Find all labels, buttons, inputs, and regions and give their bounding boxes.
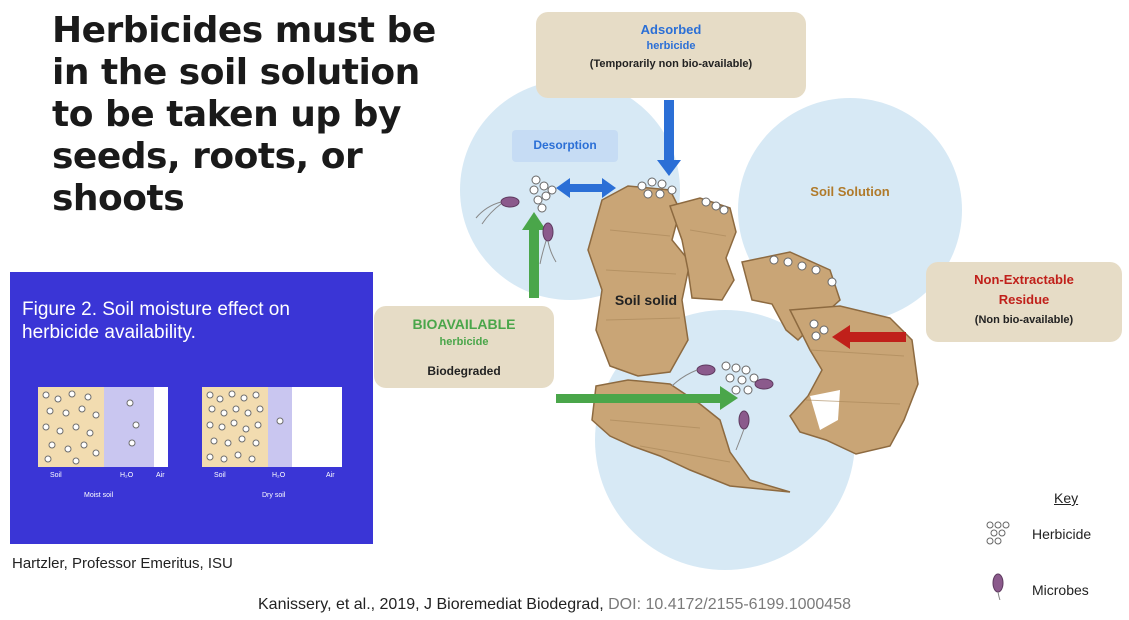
dry-soil-label: Soil bbox=[214, 472, 226, 479]
adsorbed-label: Adsorbed bbox=[536, 22, 806, 37]
nonextractable-label: Non-Extractable bbox=[926, 272, 1122, 287]
desorption-label: Desorption bbox=[512, 138, 618, 152]
dry-water-label: H₂O bbox=[272, 472, 285, 479]
hartzler-credit: Hartzler, Professor Emeritus, ISU bbox=[12, 555, 233, 572]
residue-label: Residue bbox=[926, 292, 1122, 307]
soil-solid-label: Soil solid bbox=[596, 292, 696, 308]
figure-2-title: Figure 2. Soil moisture effect on herbic… bbox=[22, 298, 362, 344]
soil-solution-label: Soil Solution bbox=[770, 184, 930, 199]
dry-caption: Dry soil bbox=[262, 492, 285, 499]
moist-air-label: Air bbox=[156, 472, 165, 479]
dry-soil-panel: Soil H₂O Air Dry soil bbox=[202, 387, 342, 467]
biodegraded-label: Biodegraded bbox=[374, 364, 554, 378]
nonextractable-note: (Non bio-available) bbox=[926, 314, 1122, 326]
bioavailable-sub: herbicide bbox=[374, 336, 554, 348]
key-microbe-icon bbox=[993, 574, 1006, 600]
key-microbes-label: Microbes bbox=[1032, 582, 1089, 598]
figure-2-panel: Figure 2. Soil moisture effect on herbic… bbox=[10, 272, 373, 544]
moist-soil-panel: Soil H₂O Air Moist soil bbox=[38, 387, 168, 467]
dry-air-label: Air bbox=[326, 472, 335, 479]
moist-water-label: H₂O bbox=[120, 472, 133, 479]
moist-caption: Moist soil bbox=[84, 492, 113, 499]
adsorbed-sub: herbicide bbox=[536, 40, 806, 52]
moist-soil-label: Soil bbox=[50, 472, 62, 479]
herbicide-fate-diagram: Adsorbed herbicide (Temporarily non bio-… bbox=[370, 0, 1129, 605]
key-title: Key bbox=[1054, 490, 1078, 506]
bioavailable-label: BIOAVAILABLE bbox=[374, 316, 554, 332]
key-herbicide-icon bbox=[987, 522, 1009, 544]
key-herbicide-label: Herbicide bbox=[1032, 526, 1091, 542]
dry-particles bbox=[202, 387, 342, 467]
moist-particles bbox=[38, 387, 168, 467]
adsorbed-note: (Temporarily non bio-available) bbox=[536, 58, 806, 70]
